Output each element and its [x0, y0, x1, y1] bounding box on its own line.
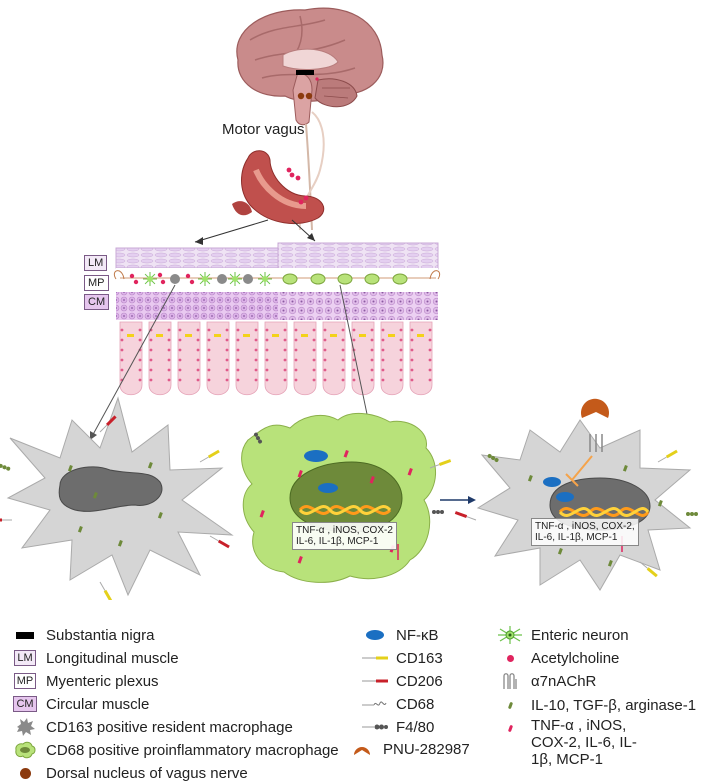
legend-item-nfkb: NF-κB [362, 624, 439, 646]
mucosa-villi [119, 321, 433, 396]
legend-label: α7nAChR [531, 672, 597, 690]
legend-label: CD163 positive resident macrophage [46, 718, 293, 736]
legend-item-a7: α7nAChR [497, 670, 596, 692]
cd163-marker-icon [362, 649, 388, 667]
stomach-icon [232, 150, 325, 225]
cd163-macrophage-icon [12, 718, 38, 736]
anti-inflammatory-icon [497, 696, 523, 714]
legend-label: PNU-282987 [383, 740, 470, 758]
substantia-nigra-icon [12, 626, 38, 644]
cytokines-middle-line1: TNF-α , iNOS, COX-2 [296, 525, 393, 536]
legend-item-dorsal: Dorsal nucleus of vagus nerve [12, 762, 248, 784]
legend-item-f480: F4/80 [362, 716, 434, 738]
legend-label: CD163 [396, 649, 443, 667]
layer-tag-lm: LM [84, 255, 108, 271]
legend-item-cd163: CD163 [362, 647, 443, 669]
legend-label: Enteric neuron [531, 626, 629, 644]
cytokines-box-right: TNF-α , iNOS, COX-2, IL-6, IL-1β, MCP-1 [531, 518, 639, 546]
resident-macrophage-left [6, 396, 234, 597]
pro-inflammatory-icon [497, 719, 523, 737]
legend-item-lm: LM Longitudinal muscle [12, 647, 179, 669]
receptor-icon [497, 672, 523, 690]
legend-label: CD206 [396, 672, 443, 690]
legend-item-cd68-macrophage: CD68 positive proinflammatory macrophage [12, 739, 339, 761]
cd68-macrophage-icon [12, 741, 38, 759]
legend-label: TNF-α , iNOS, COX-2, IL-6, IL-1β, MCP-1 [531, 717, 637, 768]
legend-item-cd163-macrophage: CD163 positive resident macrophage [12, 716, 293, 738]
layer-tag-cm: CM [84, 294, 110, 310]
acetylcholine-icon [497, 649, 523, 667]
enteric-neuron-icon [497, 626, 523, 644]
legend-label: Circular muscle [46, 695, 150, 713]
legend-item-proinf: TNF-α , iNOS, COX-2, IL-6, IL-1β, MCP-1 [497, 717, 647, 768]
motor-vagus-label: Motor vagus [222, 121, 305, 138]
legend-item-neuron: Enteric neuron [497, 624, 629, 646]
legend-item-substantia: Substantia nigra [12, 624, 154, 646]
legend-label: IL-10, TGF-β, arginase-1 [531, 696, 697, 714]
pnu-282987-icon [349, 740, 375, 758]
legend-item-antiinf: IL-10, TGF-β, arginase-1 [497, 694, 696, 716]
cm-tag-icon: CM [13, 696, 37, 712]
cd68-marker-icon [362, 695, 388, 713]
nfkb-icon [362, 626, 388, 644]
cytokines-right-line2: IL-6, IL-1β, MCP-1 [535, 532, 618, 543]
legend-label: NF-κB [396, 626, 439, 644]
brain-icon [236, 7, 384, 126]
proinflammatory-macrophage-middle [241, 413, 437, 583]
legend-label: Substantia nigra [46, 626, 155, 644]
surface-markers [0, 415, 698, 600]
legend-label: CD68 positive proinflammatory macrophage [46, 741, 339, 759]
legend-item-cd206: CD206 [362, 670, 443, 692]
legend-item-ach: Acetylcholine [497, 647, 619, 669]
layer-tag-mp: MP [84, 275, 109, 291]
legend-label: Dorsal nucleus of vagus nerve [46, 764, 248, 782]
mp-tag-icon: MP [13, 673, 37, 689]
legend-label: Myenteric plexus [46, 672, 159, 690]
legend-label: CD68 [396, 695, 435, 713]
dorsal-nucleus-icon [12, 764, 38, 782]
lm-tag-icon: LM [14, 650, 36, 666]
cytokines-right-line1: TNF-α , iNOS, COX-2, [535, 521, 635, 532]
gut-brain-diagram: Motor vagus [0, 7, 698, 600]
cytokines-box-middle: TNF-α , iNOS, COX-2 IL-6, IL-1β, MCP-1 [292, 522, 397, 550]
myenteric-plexus-contents [113, 270, 441, 286]
legend-item-mp: MP Myenteric plexus [12, 670, 159, 692]
f480-marker-icon [362, 718, 388, 736]
cd206-marker-icon [362, 672, 388, 690]
legend-label: Longitudinal muscle [46, 649, 179, 667]
legend-item-cd68: CD68 [362, 693, 434, 715]
legend-label: F4/80 [396, 718, 435, 736]
legend-label: Acetylcholine [531, 649, 620, 667]
legend-item-pnu: PNU-282987 [349, 738, 470, 760]
resident-macrophage-right [476, 398, 692, 591]
legend-item-cm: CM Circular muscle [12, 693, 149, 715]
cytokines-middle-line2: IL-6, IL-1β, MCP-1 [296, 536, 379, 547]
